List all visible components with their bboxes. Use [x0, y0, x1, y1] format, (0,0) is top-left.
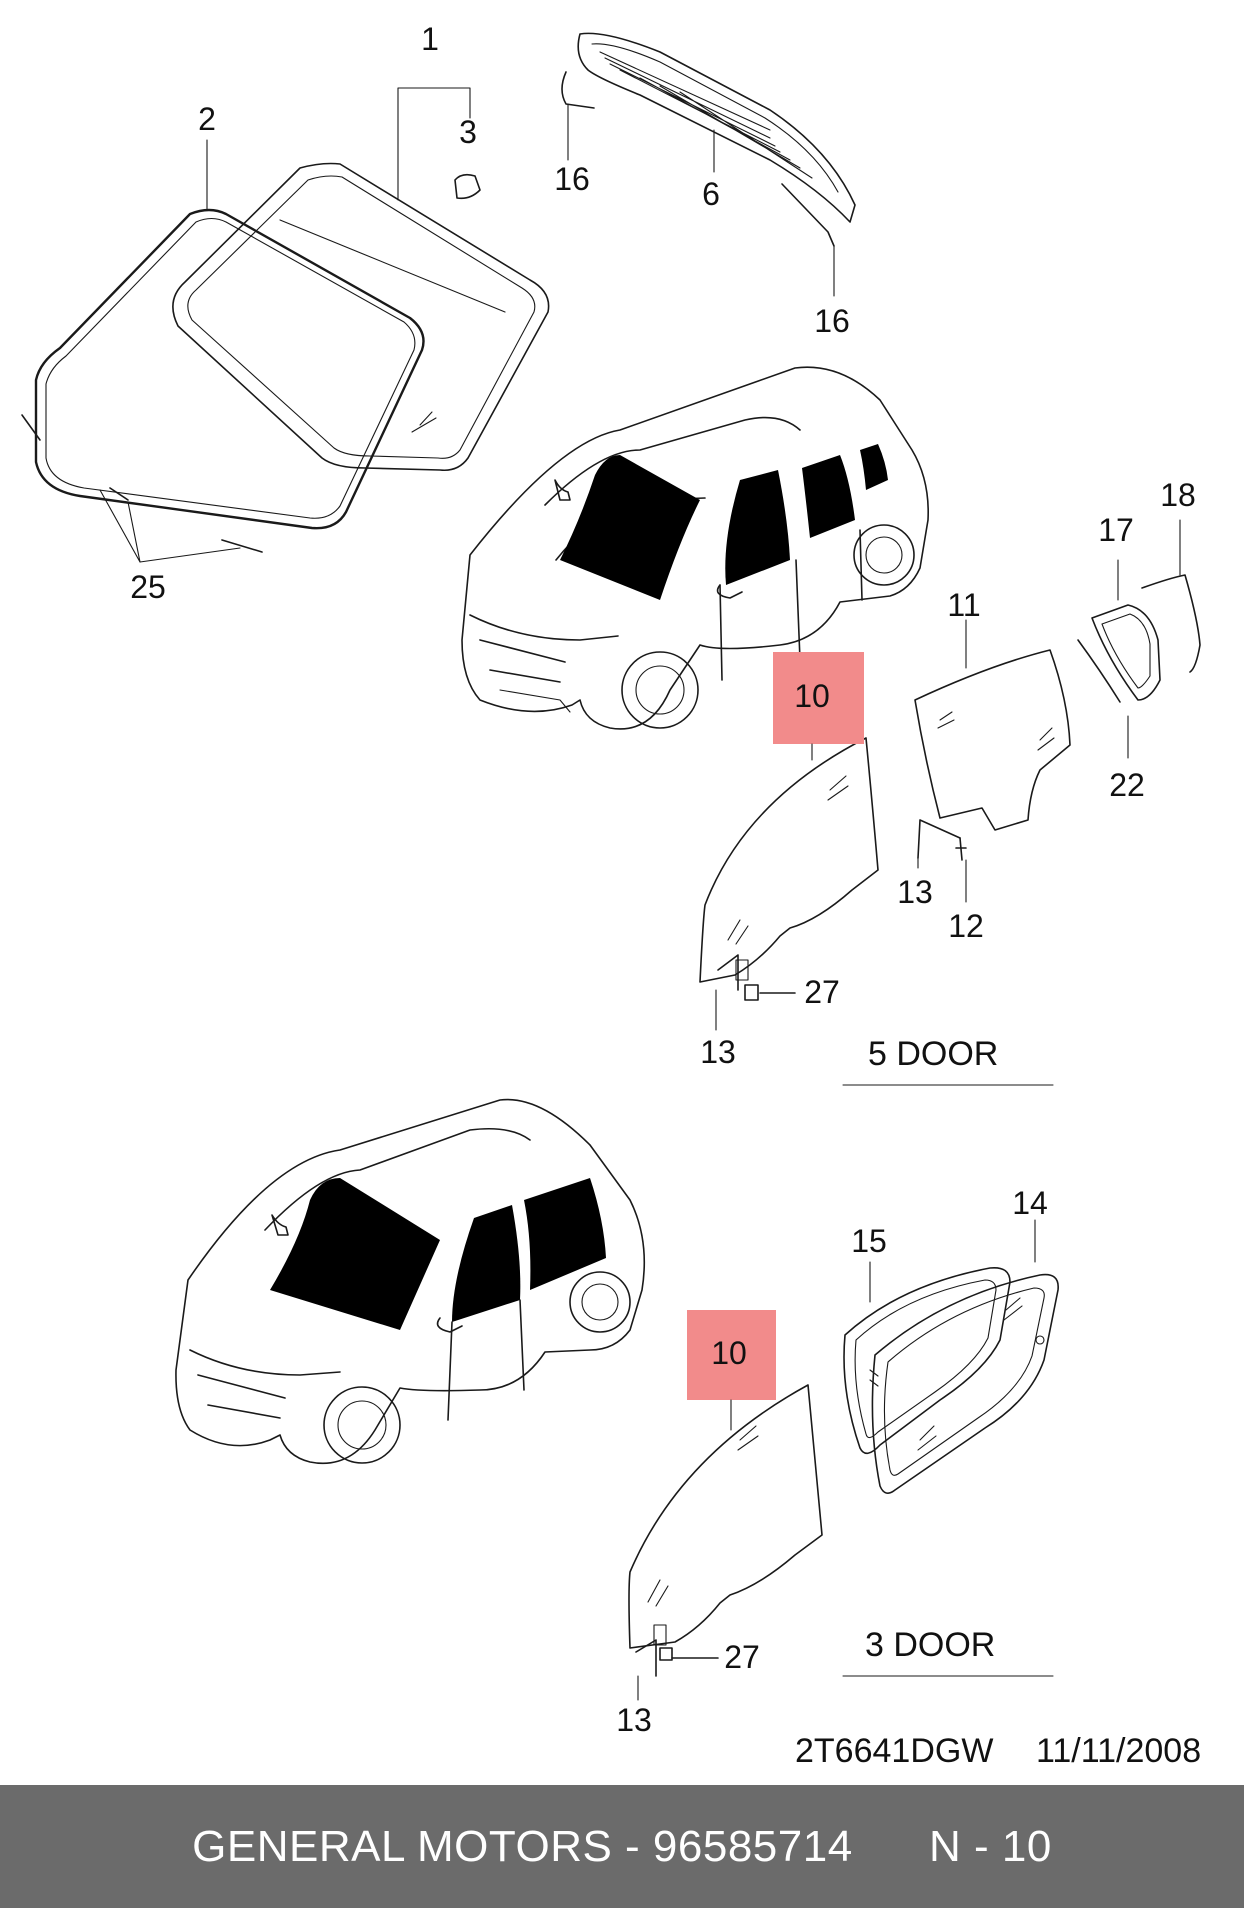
callout-13-three-door: 13	[616, 1702, 652, 1738]
callout-11: 11	[947, 587, 980, 623]
three-door-car	[175, 1098, 646, 1465]
five-door-car	[461, 366, 929, 730]
callout-16-top: 16	[554, 161, 590, 197]
windshield-moulding	[34, 208, 425, 530]
callout-17: 17	[1098, 512, 1134, 548]
windshield-clip	[454, 173, 481, 200]
callout-13-five-door-rear: 13	[897, 874, 933, 910]
windshield-strips	[21, 414, 263, 553]
section-label-five-door: 5 DOOR	[868, 1035, 998, 1073]
callout-10-three-door: 10	[711, 1335, 747, 1371]
footer-separator: -	[612, 1821, 653, 1871]
callout-2: 2	[198, 101, 216, 137]
drawing-code: 2T6641DGW	[795, 1732, 993, 1770]
footer-brand: GENERAL MOTORS	[192, 1821, 613, 1871]
callout-6: 6	[702, 176, 720, 212]
footer-gap	[853, 1822, 929, 1872]
callout-14: 14	[1012, 1185, 1048, 1221]
callout-15: 15	[851, 1223, 887, 1259]
section-label-three-door: 3 DOOR	[865, 1626, 995, 1664]
three-door-brackets	[635, 1639, 719, 1677]
five-door-front-window	[699, 737, 879, 983]
rear-glass	[577, 32, 856, 223]
callout-18: 18	[1160, 477, 1196, 513]
highlight-box-10-three-door	[687, 1310, 776, 1400]
five-door-quarter-glass	[1077, 574, 1201, 703]
five-door-rear-window	[914, 649, 1071, 831]
callout-3: 3	[459, 114, 477, 150]
three-door-front-window	[628, 1384, 823, 1649]
callout-13-five-door-front: 13	[700, 1034, 736, 1070]
highlight-box-10-five-door	[773, 652, 864, 744]
footer-bar: GENERAL MOTORS - 96585714 N - 10	[0, 1785, 1244, 1908]
callout-27-three-door: 27	[724, 1639, 760, 1675]
callout-25: 25	[130, 569, 166, 605]
footer-ref: N - 10	[929, 1821, 1052, 1871]
three-door-quarter-glass	[843, 1266, 1059, 1494]
five-door-brackets	[717, 819, 967, 1001]
leader-lines	[99, 87, 1181, 1701]
callout-1: 1	[421, 21, 439, 57]
callout-27-five-door: 27	[804, 974, 840, 1010]
callout-12: 12	[948, 908, 984, 944]
drawing-date: 11/11/2008	[1036, 1732, 1201, 1770]
footer-part-number: 96585714	[652, 1821, 853, 1871]
rear-glass-moulding	[561, 71, 835, 247]
callout-10-five-door: 10	[794, 678, 830, 714]
callout-16-bottom: 16	[814, 303, 850, 339]
callout-labels: 1 2 3 16 6 16 25 18 17 11 10 22 13 12 27…	[130, 21, 1196, 1738]
callout-22: 22	[1109, 767, 1145, 803]
windshield-glass	[172, 162, 550, 472]
